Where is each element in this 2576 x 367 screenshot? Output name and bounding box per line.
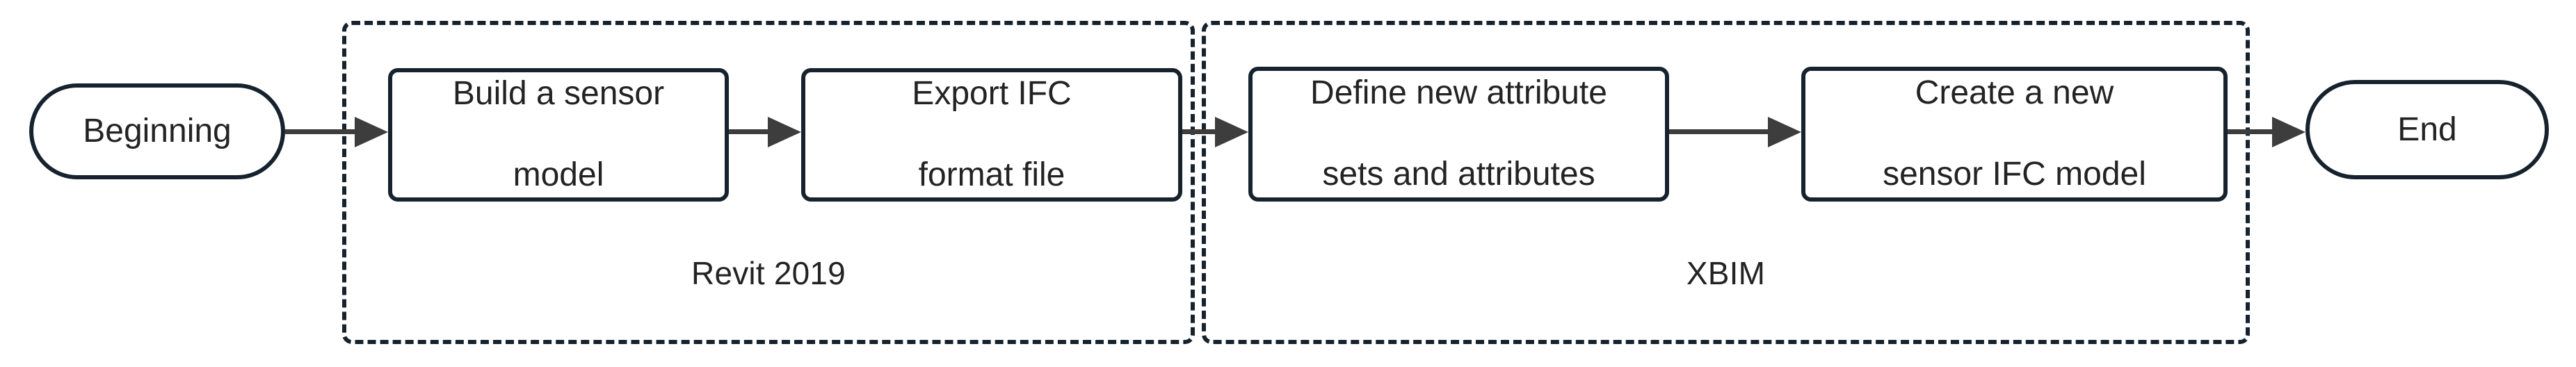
connector-shaft: [2228, 129, 2272, 134]
node-export-ifc[interactable]: Export IFC format file: [801, 68, 1182, 202]
connector-export-to-define: [1182, 113, 1248, 150]
node-build-sensor-model-line1: Build a sensor: [452, 75, 665, 113]
phase-container-revit: Revit 2019: [342, 21, 1195, 344]
arrow-head-icon: [1215, 117, 1248, 147]
arrow-head-icon: [768, 117, 801, 147]
phase-label-revit: Revit 2019: [691, 255, 846, 291]
node-export-ifc-label: Export IFC format file: [892, 74, 1090, 196]
node-define-attributes-line1: Define new attribute: [1310, 74, 1607, 112]
node-create-sensor-ifc-model-line1: Create a new: [1915, 74, 2114, 112]
node-beginning-label: Beginning: [83, 113, 232, 150]
phase-label-xbim: XBIM: [1686, 255, 1766, 291]
connector-create-to-end: [2228, 113, 2305, 150]
node-build-sensor-model[interactable]: Build a sensor model: [388, 68, 729, 202]
node-create-sensor-ifc-model-label: Create a new sensor IFC model: [1863, 73, 2166, 195]
connector-shaft: [1182, 129, 1215, 134]
node-beginning[interactable]: Beginning: [29, 83, 285, 179]
node-define-attributes[interactable]: Define new attribute sets and attributes: [1248, 67, 1669, 202]
node-export-ifc-line2: format file: [918, 156, 1065, 194]
connector-build-to-export: [729, 113, 801, 150]
node-define-attributes-label: Define new attribute sets and attributes: [1291, 73, 1627, 195]
node-end[interactable]: End: [2305, 80, 2549, 179]
connector-shaft: [729, 129, 768, 134]
node-build-sensor-model-label: Build a sensor model: [433, 74, 684, 196]
arrow-head-icon: [355, 117, 388, 147]
node-export-ifc-line1: Export IFC: [912, 75, 1072, 113]
node-define-attributes-line2: sets and attributes: [1322, 156, 1595, 193]
node-create-sensor-ifc-model[interactable]: Create a new sensor IFC model: [1801, 67, 2228, 202]
connector-beginning-to-build: [285, 113, 388, 150]
arrow-head-icon: [2272, 117, 2305, 147]
phase-container-xbim: XBIM: [1202, 21, 2250, 344]
node-end-label: End: [2397, 111, 2457, 148]
node-build-sensor-model-line2: model: [513, 156, 604, 194]
node-create-sensor-ifc-model-line2: sensor IFC model: [1883, 156, 2146, 193]
connector-shaft: [1669, 129, 1768, 134]
connector-define-to-create: [1669, 113, 1801, 150]
arrow-head-icon: [1768, 117, 1801, 147]
connector-shaft: [285, 129, 355, 134]
